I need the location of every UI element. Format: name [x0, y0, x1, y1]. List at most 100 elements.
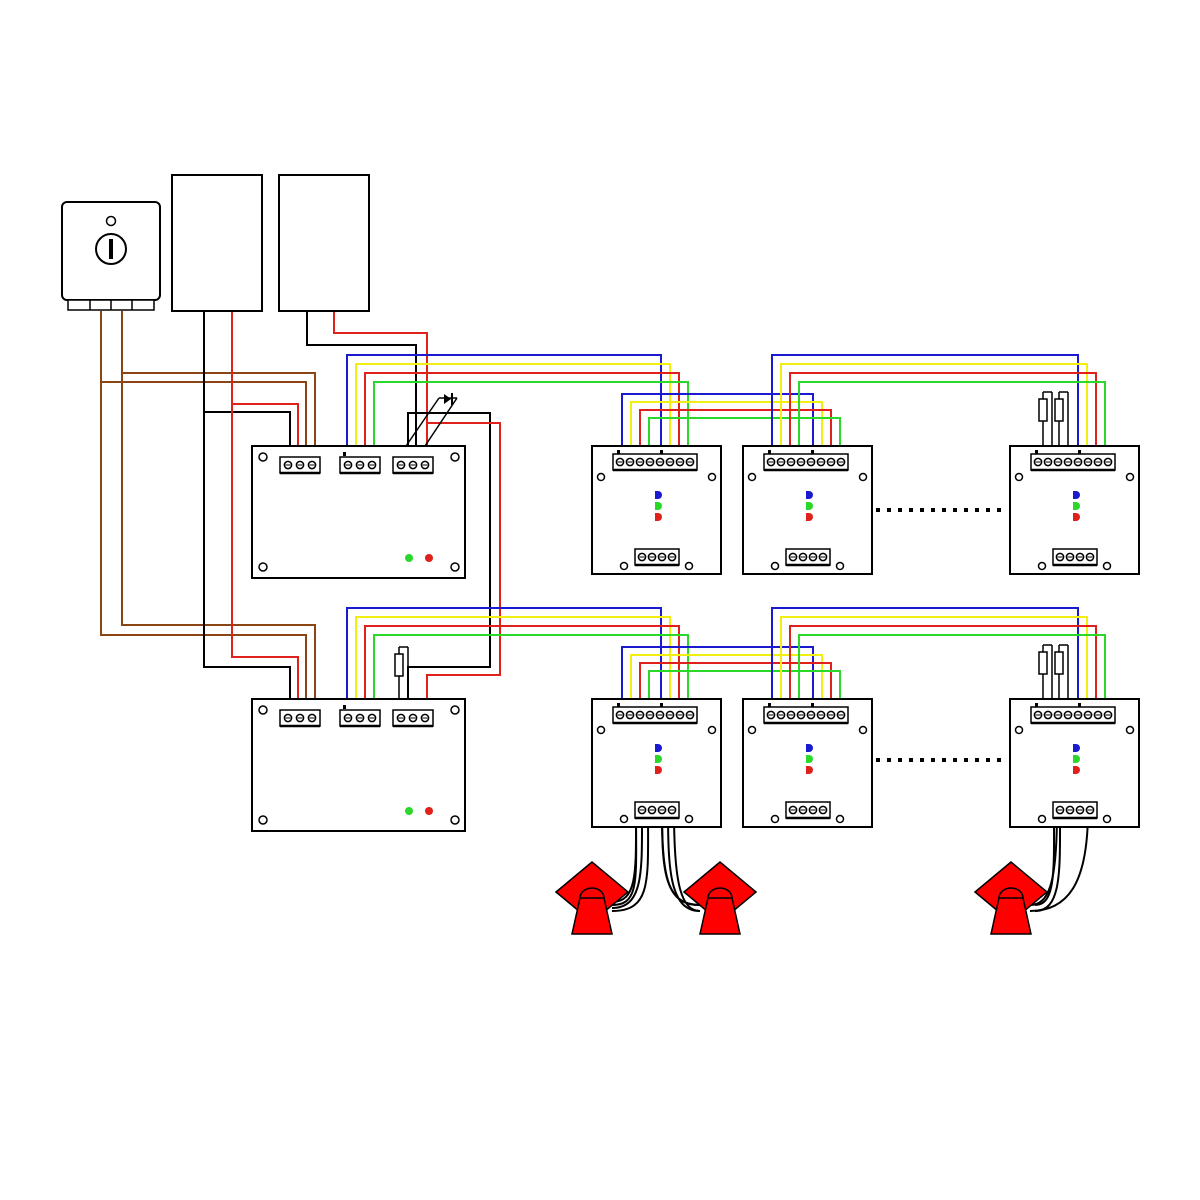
- parts-layer: [61, 174, 1140, 935]
- diode-lead: [424, 397, 458, 447]
- mounting-hole: [1102, 561, 1112, 571]
- status-led-red: [425, 554, 433, 562]
- terminal-marker: [660, 450, 663, 454]
- led-green-indicator: [655, 502, 662, 510]
- diode-icon: [405, 393, 458, 447]
- mounting-hole: [619, 561, 629, 571]
- bus-ctrl-node1-1: [355, 616, 671, 699]
- dot: [920, 508, 924, 512]
- mounting-hole: [684, 561, 694, 571]
- terminal-marker: [343, 705, 346, 709]
- resistor-icon: [1054, 644, 1069, 699]
- mounting-hole: [835, 814, 845, 824]
- red-link-wire: [426, 422, 501, 699]
- ellipsis-dots: [876, 758, 1001, 762]
- bus-node1-node2-2: [639, 409, 832, 446]
- mounting-hole: [450, 562, 460, 572]
- terminal-marker: [617, 703, 620, 707]
- mounting-hole: [450, 815, 460, 825]
- red-battery-wire: [333, 311, 428, 446]
- bus-node2-last-2: [789, 625, 1097, 699]
- bus-node1-node2-1: [630, 654, 823, 699]
- wires-layer: [100, 311, 1106, 912]
- dot: [898, 758, 902, 762]
- mounting-hole: [1037, 814, 1047, 824]
- mounting-hole: [258, 452, 268, 462]
- siren-icon: [973, 861, 1049, 935]
- mounting-hole: [258, 705, 268, 715]
- resistor-icon: [394, 646, 409, 699]
- dot: [953, 508, 957, 512]
- mounting-hole: [1125, 725, 1135, 735]
- resistor-icon: [1054, 391, 1069, 446]
- node-module: [591, 445, 722, 575]
- bus-ctrl-node1-0: [346, 607, 662, 699]
- bus-node1-node2-1: [630, 401, 823, 446]
- node-module: [1009, 391, 1140, 575]
- bus-ctrl-node1-1: [355, 363, 671, 446]
- key-switch-led: [105, 215, 117, 227]
- key-switch-icon: [61, 201, 161, 311]
- mounting-hole: [747, 725, 757, 735]
- terminal-marker: [768, 450, 771, 454]
- red-power-wire: [231, 311, 299, 699]
- dot: [920, 758, 924, 762]
- terminal-block-bus: [612, 706, 698, 724]
- mounting-hole: [858, 472, 868, 482]
- siren-body: [699, 897, 741, 935]
- terminal-block-bus: [763, 453, 849, 471]
- siren-cable: [661, 809, 701, 906]
- bus-node1-node2-0: [621, 393, 814, 446]
- terminal-marker: [1035, 703, 1038, 707]
- siren-cable: [611, 809, 650, 912]
- mounting-hole: [258, 562, 268, 572]
- mounting-hole: [835, 561, 845, 571]
- terminal-marker: [1035, 450, 1038, 454]
- led-green-indicator: [806, 502, 813, 510]
- node-module: [1009, 644, 1140, 828]
- mounting-hole: [684, 814, 694, 824]
- mounting-hole: [707, 472, 717, 482]
- status-led-green: [405, 554, 413, 562]
- node-module: [742, 698, 873, 828]
- led-blue-indicator: [1073, 491, 1080, 499]
- dot: [975, 508, 979, 512]
- resistor-body: [1054, 651, 1064, 675]
- siren-icon: [682, 861, 758, 935]
- resistor-body: [394, 653, 404, 677]
- terminal-block-bus: [763, 706, 849, 724]
- ellipsis-dots: [876, 508, 1001, 512]
- led-green-indicator: [806, 755, 813, 763]
- bus-node2-last-1: [780, 616, 1088, 699]
- led-blue-indicator: [806, 744, 813, 752]
- mounting-hole: [258, 815, 268, 825]
- mounting-hole: [770, 561, 780, 571]
- bus-ctrl-node1-0: [346, 354, 662, 446]
- dot: [909, 758, 913, 762]
- dot: [931, 508, 935, 512]
- terminal-marker: [768, 703, 771, 707]
- dot: [964, 508, 968, 512]
- led-red-indicator: [806, 766, 813, 774]
- resistor-icon: [1038, 644, 1053, 699]
- resistor-body: [1038, 651, 1048, 675]
- led-blue-indicator: [655, 491, 662, 499]
- diode-triangle: [444, 394, 451, 404]
- dot: [898, 508, 902, 512]
- red-power-wire-top: [232, 403, 299, 446]
- terminal-marker: [343, 452, 346, 456]
- terminal-block-bus: [1030, 706, 1116, 724]
- resistor-body: [1038, 398, 1048, 422]
- led-blue-indicator: [655, 744, 662, 752]
- bus-ctrl-node1-3: [373, 634, 689, 699]
- siren-cable: [1029, 809, 1089, 912]
- led-red-indicator: [806, 513, 813, 521]
- resistor-body: [1054, 398, 1064, 422]
- led-green-indicator: [1073, 502, 1080, 510]
- dot: [931, 758, 935, 762]
- dot: [887, 758, 891, 762]
- bus-node2-last-3: [798, 634, 1106, 699]
- bus-node2-last-2: [789, 372, 1097, 446]
- bus-node2-last-0: [771, 354, 1079, 446]
- siren-cable: [673, 809, 701, 912]
